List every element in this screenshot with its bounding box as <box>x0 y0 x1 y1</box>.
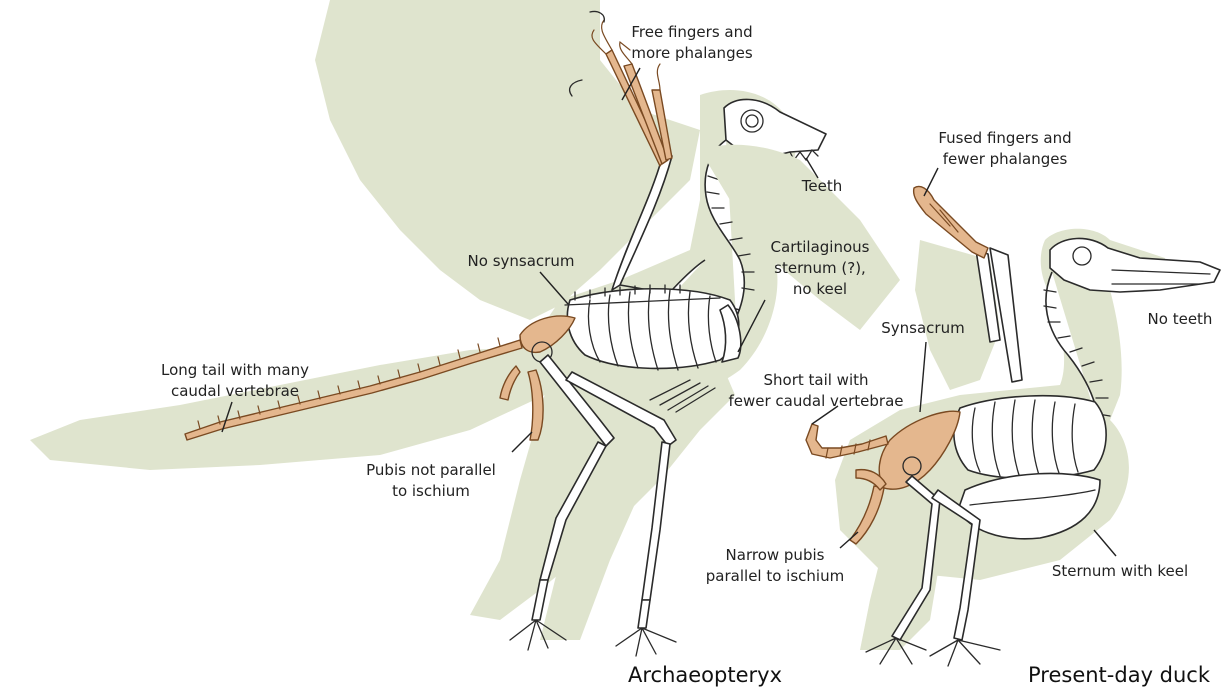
label-no-teeth: No teeth <box>1140 309 1220 330</box>
duck-skull <box>1050 238 1220 292</box>
caption-duck: Present-day duck <box>1028 662 1210 688</box>
leader-synsacrum <box>920 342 926 412</box>
leader-fused-fingers <box>924 168 938 196</box>
caption-archaeopteryx: Archaeopteryx <box>628 662 782 688</box>
leader-sternum-keel <box>1094 530 1116 556</box>
label-long-tail: Long tail with many caudal vertebrae <box>150 360 320 402</box>
label-narrow-pubis: Narrow pubis parallel to ischium <box>700 545 850 587</box>
label-sternum-keel: Sternum with keel <box>1040 561 1200 582</box>
label-teeth: Teeth <box>792 176 852 197</box>
duck-ribs <box>954 396 1106 479</box>
label-synsacrum: Synsacrum <box>868 318 978 339</box>
label-free-fingers: Free fingers and more phalanges <box>612 22 772 64</box>
label-pubis-not-parallel: Pubis not parallel to ischium <box>346 460 516 502</box>
label-short-tail: Short tail with fewer caudal vertebrae <box>716 370 916 412</box>
label-no-synsacrum: No synsacrum <box>456 251 586 272</box>
label-cartilaginous-sternum: Cartilaginous sternum (?), no keel <box>760 237 880 300</box>
label-fused-fingers: Fused fingers and fewer phalanges <box>920 128 1090 170</box>
